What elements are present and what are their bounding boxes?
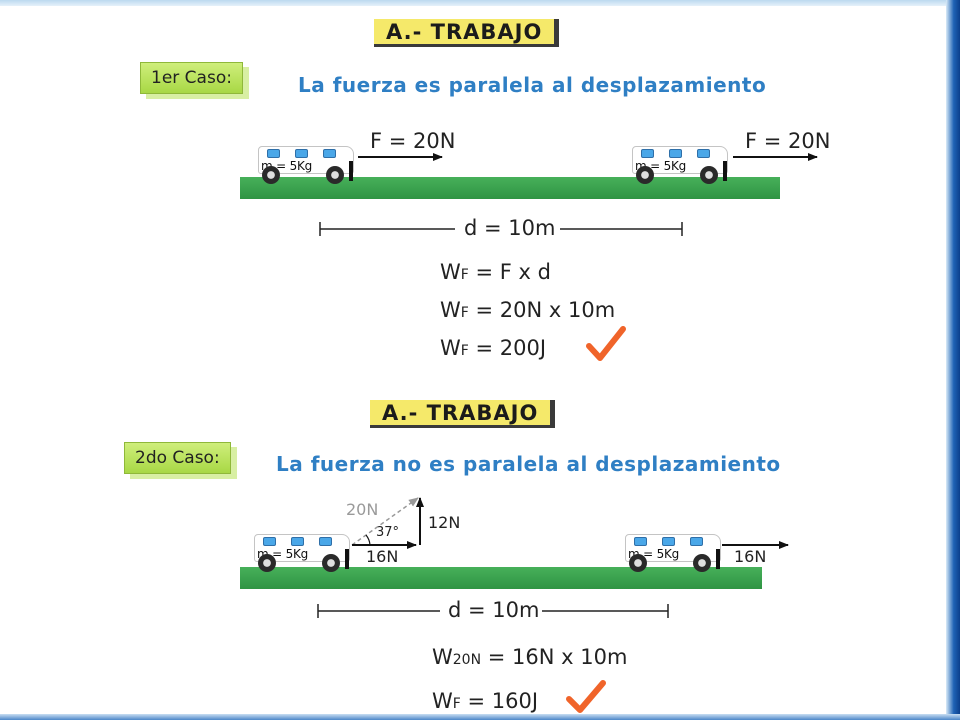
section2-force-horizontal-right-label: 16N [734,547,767,566]
section2-car-right: m = 5Kg [625,524,725,572]
eq-rest: = 16N x 10m [481,645,628,669]
section1-equation-2: WF = 20N x 10m [440,298,615,322]
car-window [662,537,675,546]
eq-subscript: F [460,343,469,359]
car-bumper [723,161,727,181]
right-frame-bar [946,0,960,720]
car-window [323,149,336,158]
car-window [697,149,710,158]
eq-subscript: F [452,696,461,712]
car-wheel [326,166,344,184]
force-arrow-icon [351,497,419,546]
section1-distance-label: d = 10m [458,216,562,240]
section2-equation-2: WF = 160J [432,689,538,713]
eq-w: W [432,645,453,669]
bottom-frame-bar [0,714,960,720]
section2-equation-1: W20N = 16N x 10m [432,645,627,669]
section2-title: A.- TRABAJO [370,400,556,428]
check-icon [566,680,606,713]
eq-w: W [440,260,461,284]
eq-subscript: 20N [452,652,482,668]
section2-car-left: m = 5Kg [254,524,354,572]
section2-ground [240,567,762,589]
car-wheel [258,554,276,572]
section1-equation-1: WF = F x d [440,260,551,284]
eq-rest: = 160J [460,689,539,713]
section2-force-horizontal-left-label: 16N [366,547,399,566]
section1-case-label: 1er Caso: [140,62,243,94]
section1-force-left-label: F = 20N [370,129,456,153]
eq-rest: = F x d [468,260,551,284]
car-window [669,149,682,158]
eq-rest: = 20N x 10m [468,298,616,322]
section1-distance-line [319,222,683,236]
car-wheel [322,554,340,572]
top-frame-bar [0,0,960,6]
car-window [634,537,647,546]
check-icon [586,326,626,361]
car-window [267,149,280,158]
car-wheel [700,166,718,184]
car-bumper [345,549,349,569]
section2-distance-label: d = 10m [442,598,546,622]
eq-subscript: F [460,305,469,321]
section2-angle-label: 37° [376,525,400,540]
car-wheel [636,166,654,184]
eq-w: W [440,298,461,322]
car-window [690,537,703,546]
section1-title: A.- TRABAJO [374,19,560,47]
car-window [641,149,654,158]
car-wheel [629,554,647,572]
section2-distance-line [317,604,669,618]
section1-case-text: La fuerza es paralela al desplazamiento [298,73,767,97]
section1-car-right: m = 5Kg [632,136,732,184]
car-bumper [716,549,720,569]
angle-arc [365,534,371,546]
eq-subscript: F [460,267,469,283]
car-window [291,537,304,546]
eq-rest: = 200J [468,336,547,360]
car-window [295,149,308,158]
eq-w: W [432,689,453,713]
section2-force-diagonal-label: 20N [346,500,379,519]
car-wheel [693,554,711,572]
section2-force-vertical-label: 12N [428,513,461,532]
car-wheel [262,166,280,184]
car-window [263,537,276,546]
section2-case-label: 2do Caso: [124,442,231,474]
section1-force-right-label: F = 20N [745,129,831,153]
section1-car-left: m = 5Kg [258,136,358,184]
section2-case-text: La fuerza no es paralela al desplazamien… [276,452,781,476]
section1-equation-3: WF = 200J [440,336,546,360]
eq-w: W [440,336,461,360]
car-bumper [349,161,353,181]
car-window [319,537,332,546]
